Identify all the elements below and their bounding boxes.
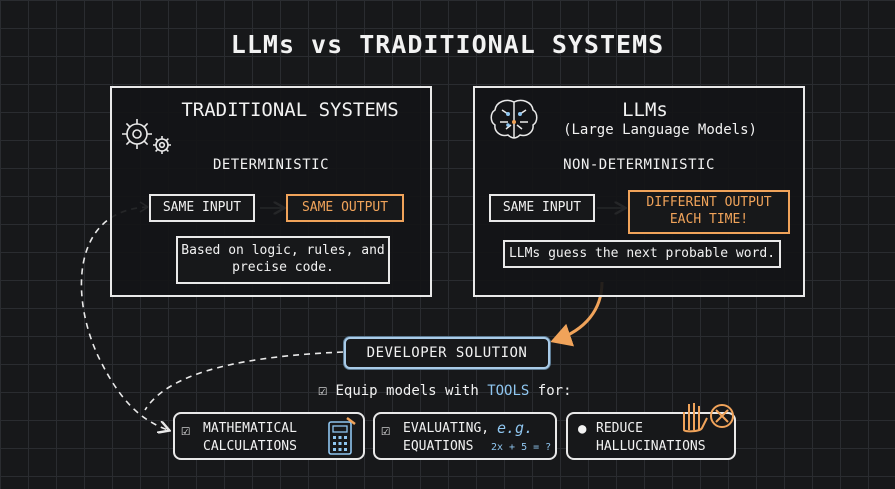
traditional-title: TRADITIONAL SYSTEMS — [181, 99, 399, 121]
llm-title: LLMs — [622, 99, 668, 121]
checkbox-icon: ☑ — [381, 421, 391, 439]
trad-note: Based on logic, rules, and precise code. — [176, 236, 390, 284]
checkbox-icon: ☑ — [181, 421, 191, 439]
equip-line: ☑ Equip models with TOOLS for: — [318, 381, 618, 399]
gears-icon — [122, 119, 171, 154]
stop-hand-icon — [683, 403, 734, 433]
equip-tools: TOOLS — [487, 383, 530, 399]
tool-eval-text: EVALUATING, EQUATIONS — [403, 420, 489, 455]
tool-math-text: MATHEMATICAL CALCULATIONS — [203, 420, 297, 455]
page-title: LLMs vs TRADITIONAL SYSTEMS — [230, 30, 665, 59]
tool-math-line1: MATHEMATICAL — [203, 421, 297, 436]
llm-subtitle: (Large Language Models) — [563, 122, 757, 138]
trad-same-output: SAME OUTPUT — [286, 194, 404, 222]
llm-different-output: DIFFERENT OUTPUT EACH TIME! — [628, 190, 790, 234]
tool-eval-line1: EVALUATING, — [403, 421, 490, 436]
tool-evaluating: ☑ EVALUATING, EQUATIONS e.g. 2x + 5 = ? — [373, 412, 557, 460]
trad-note-line2: precise code. — [232, 260, 334, 275]
calculator-icon — [328, 417, 356, 455]
dashed-curve-dev — [144, 351, 344, 411]
equip-suffix: for: — [537, 383, 572, 399]
developer-solution-box: DEVELOPER SOLUTION — [344, 337, 550, 369]
llm-output-line2: EACH TIME! — [669, 212, 749, 227]
deterministic-label: DETERMINISTIC — [212, 157, 330, 173]
non-deterministic-label: NON-DETERMINISTIC — [563, 157, 715, 173]
tool-eval-example: 2x + 5 = ? — [491, 442, 552, 453]
tool-math-line2: CALCULATIONS — [203, 438, 297, 454]
trad-same-input: SAME INPUT — [149, 194, 255, 222]
llm-same-input: SAME INPUT — [489, 194, 595, 222]
tool-reduce-line1: REDUCE — [596, 421, 643, 436]
trad-note-line1: Based on logic, rules, and — [181, 243, 385, 259]
tool-eval-eg: e.g. — [497, 419, 534, 437]
bullet-icon: ● — [578, 421, 587, 437]
tool-reduce-line2: HALLUCINATIONS — [596, 438, 706, 454]
tool-eval-line2: EQUATIONS — [403, 438, 474, 454]
brain-icon — [490, 99, 538, 139]
tool-reduce: ● REDUCE HALLUCINATIONS — [566, 412, 736, 460]
llm-note: LLMs guess the next probable word. — [503, 240, 781, 268]
equip-prefix: Equip models with — [335, 383, 479, 399]
llm-output-line1: DIFFERENT OUTPUT — [646, 195, 772, 211]
tool-math: ☑ MATHEMATICAL CALCULATIONS — [173, 412, 365, 460]
checkbox-icon: ☑ — [318, 381, 328, 399]
tool-reduce-text: REDUCE HALLUCINATIONS — [596, 420, 706, 455]
